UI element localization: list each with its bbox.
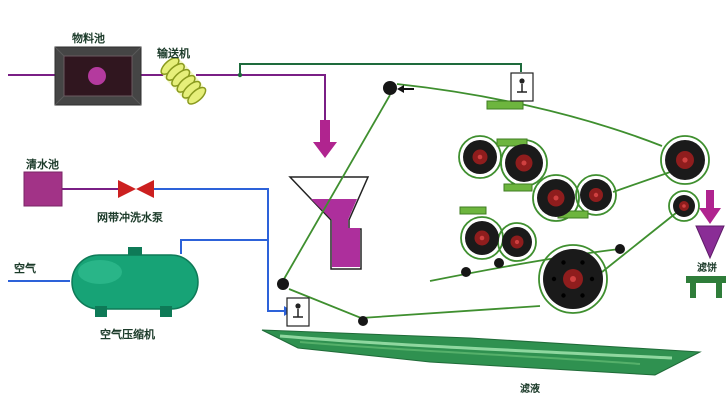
idler-roller bbox=[277, 278, 289, 290]
slurry-hopper bbox=[288, 176, 370, 270]
feed-arrow-down-icon bbox=[313, 120, 337, 158]
conveyor-coil-icon bbox=[160, 57, 207, 105]
water-air-pipes bbox=[8, 188, 292, 316]
roller bbox=[537, 179, 575, 217]
conveyor-label: 输送机 bbox=[157, 46, 190, 60]
air-compressor bbox=[71, 247, 199, 317]
wash-pump-valve-icon bbox=[118, 180, 154, 198]
belt-direction-arrow-icon bbox=[397, 85, 414, 93]
idler-roller bbox=[461, 267, 471, 277]
clean-water-pool-label: 清水池 bbox=[26, 157, 59, 171]
roller bbox=[465, 221, 499, 255]
roller bbox=[505, 144, 543, 182]
wash-pump-label: 网带冲洗水泵 bbox=[97, 210, 163, 224]
idler-roller bbox=[358, 316, 368, 326]
dewatering-trays bbox=[459, 100, 589, 219]
roller bbox=[580, 179, 612, 211]
air-compressor-label: 空气压缩机 bbox=[100, 327, 155, 341]
filtrate-label: 滤液 bbox=[520, 382, 540, 395]
cake-arrow-down-icon bbox=[699, 190, 721, 224]
material-pool bbox=[54, 46, 142, 106]
material-pool-label: 物料池 bbox=[72, 31, 105, 45]
roller bbox=[502, 227, 532, 257]
filtrate-basin bbox=[261, 329, 702, 376]
filter-cake-label: 滤饼 bbox=[697, 261, 717, 274]
drive-roller bbox=[543, 249, 603, 309]
idler-roller bbox=[615, 244, 625, 254]
filter-cake-discharge-cone bbox=[695, 225, 725, 260]
clean-water-pool bbox=[23, 171, 63, 207]
idler-roller bbox=[494, 258, 504, 268]
hopper-slurry-fill bbox=[311, 199, 360, 267]
slurry-icon bbox=[88, 67, 106, 85]
dark-pipe-to-spray bbox=[237, 63, 522, 78]
roller bbox=[673, 195, 695, 217]
bottom-spray-nozzle-box bbox=[286, 297, 310, 327]
idler-roller bbox=[383, 81, 397, 95]
discharge-stand bbox=[686, 276, 726, 298]
roller bbox=[665, 140, 705, 180]
air-label: 空气 bbox=[14, 261, 36, 275]
rollers bbox=[277, 81, 705, 326]
top-spray-nozzle-box bbox=[510, 72, 534, 102]
roller bbox=[463, 140, 497, 174]
